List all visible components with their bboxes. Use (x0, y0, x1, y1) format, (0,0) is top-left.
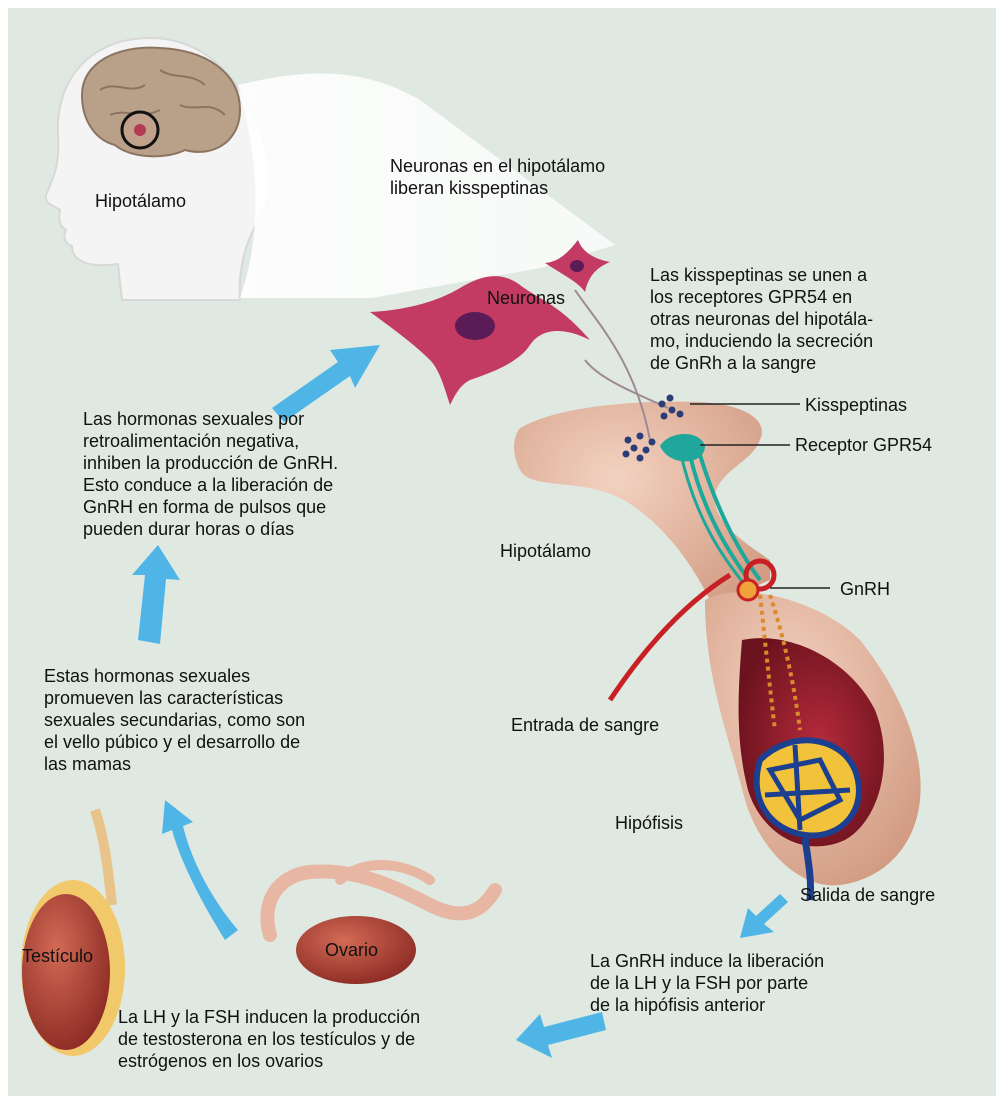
testis-illustration (21, 810, 125, 1056)
label-receptor-gpr54: Receptor GPR54 (795, 434, 932, 456)
label-neuronas: Neuronas (487, 287, 565, 309)
arrow-up-feedback (132, 545, 180, 644)
label-negative-feedback: Las hormonas sexuales por retroalimentac… (83, 408, 338, 540)
label-gnrh: GnRH (840, 578, 890, 600)
label-salida-sangre: Salida de sangre (800, 884, 935, 906)
arrow-up-hormones (162, 800, 238, 940)
label-secondary-characteristics: Estas hormonas sexuales promueven las ca… (44, 665, 305, 775)
label-gnrh-induces: La GnRH induce la liberación de la LH y … (590, 950, 824, 1016)
label-neuronas-kisspeptinas: Neuronas en el hipotálamo liberan kisspe… (390, 155, 605, 199)
label-hipotalamo-head: Hipotálamo (95, 190, 186, 212)
label-kisspeptin-binding: Las kisspeptinas se unen a los receptore… (650, 264, 873, 374)
label-kisspeptinas: Kisspeptinas (805, 394, 907, 416)
label-ovario: Ovario (325, 939, 378, 961)
arrow-from-pituitary (740, 894, 788, 938)
label-testiculo: Testículo (22, 945, 93, 967)
arrow-to-gonads (516, 1012, 606, 1058)
label-hipotalamo-brain: Hipotálamo (500, 540, 591, 562)
ovary-illustration (267, 865, 495, 984)
head-illustration (46, 38, 270, 300)
label-hipofisis: Hipófisis (615, 812, 683, 834)
label-lh-fsh: La LH y la FSH inducen la producción de … (118, 1006, 420, 1072)
label-entrada-sangre: Entrada de sangre (511, 714, 659, 736)
